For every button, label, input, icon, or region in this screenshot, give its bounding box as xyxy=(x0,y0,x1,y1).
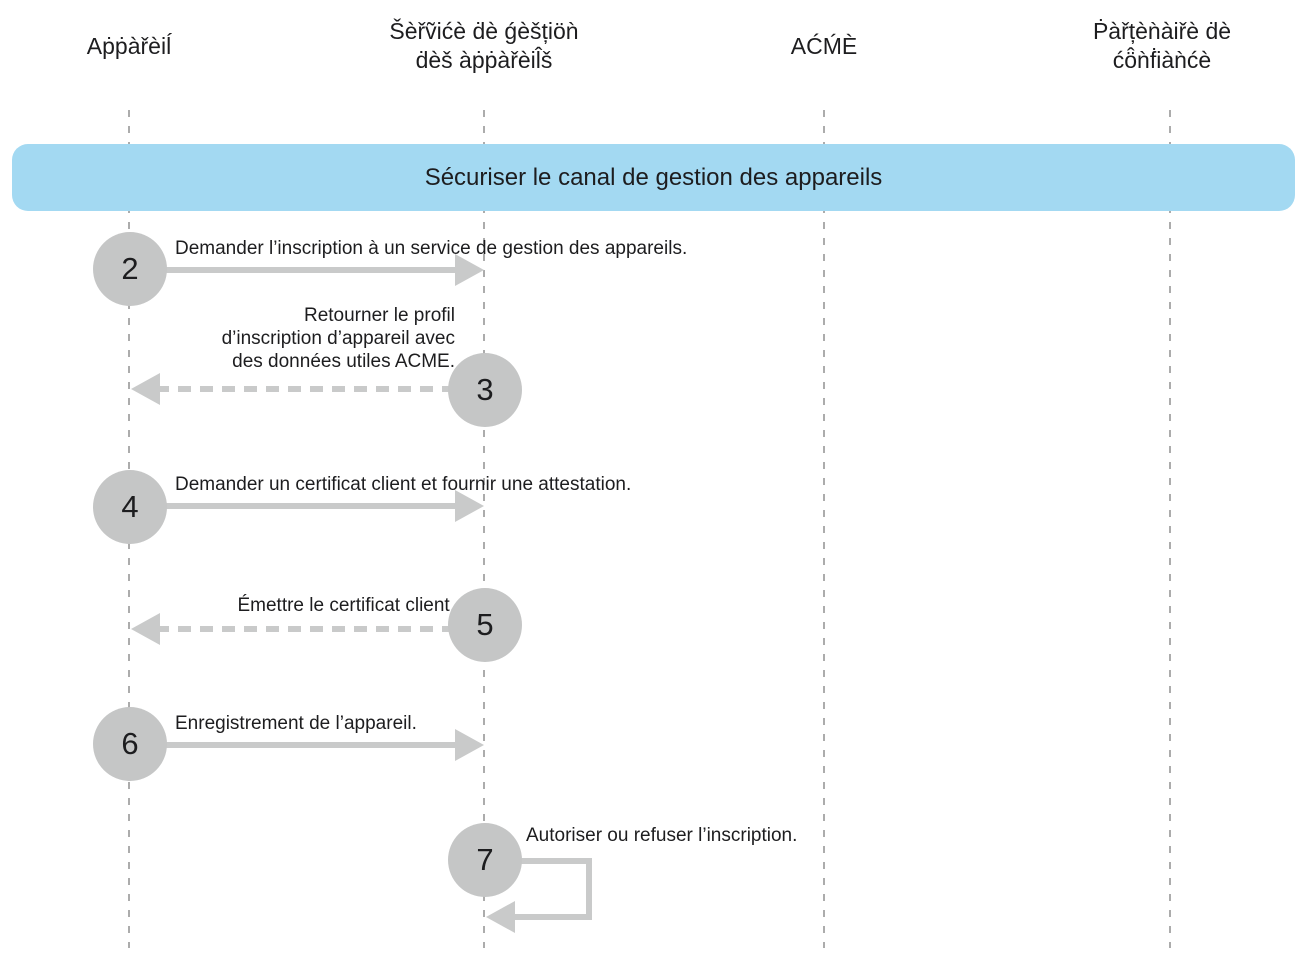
step-number: 5 xyxy=(476,607,494,642)
message-step-6: Enregistrement de l’appareil. xyxy=(175,713,417,734)
arrow-line-step-6 xyxy=(164,742,458,748)
step-number: 2 xyxy=(121,251,139,286)
actor-service-gestion-appareils: Šèřṽićè ḋè ǵèšțiöǹ ḋèš àṗṗàřèil̂š xyxy=(389,18,579,73)
actor-acme: AĆḾÈ xyxy=(790,32,858,59)
lifeline-service-gestion-appareils xyxy=(483,110,485,948)
message-step-7: Autoriser ou refuser l’inscription. xyxy=(526,825,798,846)
actor-appareil: Aṗṗàřèiĺ xyxy=(86,32,172,59)
arrow-line-step-5 xyxy=(156,626,449,632)
lifeline-acme xyxy=(823,110,825,948)
actor-partenaire-confiance: Ṗàřțèǹàiřè ḋè ćö̂ǹḟiàǹćè xyxy=(1092,18,1232,73)
phase-banner-label: Sécuriser le canal de gestion des appare… xyxy=(424,163,883,191)
self-loop-side-step-7 xyxy=(586,858,592,920)
step-number: 3 xyxy=(476,372,494,407)
step-number: 4 xyxy=(121,489,139,524)
step-badge-4: 4 xyxy=(93,470,167,544)
step-badge-6: 6 xyxy=(93,707,167,781)
arrow-head-icon xyxy=(455,254,484,286)
message-step-5: Émettre le certificat client. xyxy=(237,595,455,616)
arrow-line-step-2 xyxy=(164,267,458,273)
step-number: 7 xyxy=(476,842,494,877)
step-number: 6 xyxy=(121,726,139,761)
arrow-head-icon xyxy=(455,729,484,761)
arrow-head-icon xyxy=(486,901,515,933)
arrow-head-icon xyxy=(131,613,160,645)
arrow-line-step-4 xyxy=(164,503,458,509)
message-step-4: Demander un certificat client et fournir… xyxy=(175,474,632,495)
step-badge-2: 2 xyxy=(93,232,167,306)
phase-banner: Sécuriser le canal de gestion des appare… xyxy=(12,144,1295,211)
arrow-head-icon xyxy=(131,373,160,405)
step-badge-7: 7 xyxy=(448,823,522,897)
message-step-2: Demander l’inscription à un service de g… xyxy=(175,238,688,259)
step-badge-5: 5 xyxy=(448,588,522,662)
arrow-line-step-3 xyxy=(156,386,449,392)
arrow-head-icon xyxy=(455,490,484,522)
message-step-3: Retourner le profil d’inscription d’appa… xyxy=(221,305,455,372)
step-badge-3: 3 xyxy=(448,353,522,427)
self-loop-bottom-step-7 xyxy=(508,914,592,920)
lifeline-partenaire-confiance xyxy=(1169,110,1171,948)
self-loop-top-step-7 xyxy=(485,858,592,864)
